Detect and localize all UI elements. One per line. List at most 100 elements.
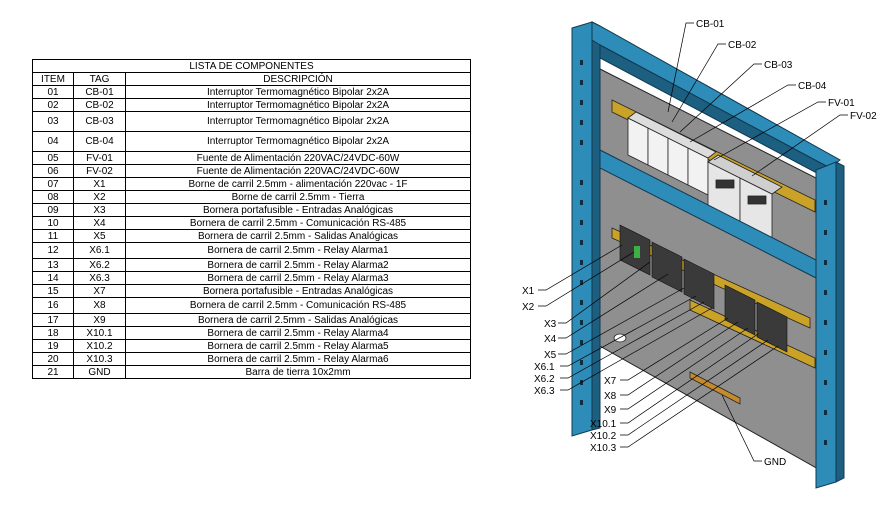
- callouts-bottom: X7 X8 X9 X10.1 X10.2 X10.3: [590, 376, 617, 454]
- cell-tag: X10.3: [73, 352, 126, 366]
- cell-description: Bornera portafusible - Entradas Analógic…: [124, 284, 472, 298]
- cell-tag: X6.2: [73, 258, 126, 272]
- cell-description: Bornera de carril 2.5mm - Relay Alarma6: [124, 352, 472, 366]
- cell-tag: X1: [73, 177, 126, 191]
- cell-tag: CB-03: [73, 111, 126, 132]
- cell-description: Bornera portafusible - Entradas Analógic…: [124, 203, 472, 217]
- callout-x6-3: X6.3: [534, 386, 555, 397]
- callout-cb-03: CB-03: [764, 60, 793, 71]
- cell-item: 08: [32, 190, 74, 204]
- cabinet-frame: [571, 21, 845, 489]
- callout-x9: X9: [604, 405, 617, 416]
- cell-description: Bornera de carril 2.5mm - Comunicación R…: [124, 297, 472, 314]
- green-terminal: [634, 246, 640, 258]
- cell-item: 13: [32, 258, 74, 272]
- cell-tag: CB-02: [73, 98, 126, 112]
- cell-item: 07: [32, 177, 74, 191]
- cell-description: Fuente de Alimentación 220VAC/24VDC-60W: [124, 151, 472, 165]
- callout-x10-1: X10.1: [590, 419, 617, 430]
- cell-description: Bornera de carril 2.5mm - Relay Alarma2: [124, 258, 472, 272]
- cell-item: 21: [32, 365, 74, 379]
- cell-tag: X8: [73, 297, 126, 314]
- cell-tag: X2: [73, 190, 126, 204]
- terminal-blocks-right: [724, 284, 788, 353]
- callout-x10-2: X10.2: [590, 431, 617, 442]
- cell-item: 09: [32, 203, 74, 217]
- cell-tag: X3: [73, 203, 126, 217]
- header-tag: TAG: [73, 72, 126, 86]
- cell-description: Borne de carril 2.5mm - Tierra: [124, 190, 472, 204]
- components-table: LISTA DE COMPONENTES ITEM TAG DESCRIPCIÓ…: [31, 59, 472, 379]
- cell-item: 12: [32, 242, 74, 259]
- callout-cb-04: CB-04: [798, 81, 827, 92]
- cell-description: Bornera de carril 2.5mm - Relay Alarma3: [124, 271, 472, 285]
- header-item: ITEM: [32, 72, 74, 86]
- callout-fv-01: FV-01: [828, 98, 855, 109]
- cell-description: Bornera de carril 2.5mm - Relay Alarma5: [124, 339, 472, 353]
- callout-x8: X8: [604, 391, 617, 402]
- cell-tag: FV-01: [73, 151, 126, 165]
- cell-item: 18: [32, 326, 74, 340]
- cell-tag: X7: [73, 284, 126, 298]
- callout-x6-1: X6.1: [534, 362, 555, 373]
- header-description: DESCRIPCIÓN: [124, 72, 472, 86]
- cell-description: Borne de carril 2.5mm - alimentación 220…: [124, 177, 472, 191]
- cell-tag: X6.3: [73, 271, 126, 285]
- cell-tag: CB-01: [73, 85, 126, 99]
- cell-item: 16: [32, 297, 74, 314]
- cell-tag: GND: [73, 365, 126, 379]
- callouts-top: CB-01 CB-02 CB-03 CB-04 FV-01 FV-02: [696, 19, 877, 122]
- callout-x10-3: X10.3: [590, 443, 617, 454]
- breakers: [627, 111, 717, 196]
- cell-tag: X5: [73, 229, 126, 243]
- cell-description: Interruptor Termomagnético Bipolar 2x2A: [124, 131, 472, 152]
- cell-description: Interruptor Termomagnético Bipolar 2x2A: [124, 111, 472, 132]
- cell-item: 03: [32, 111, 74, 132]
- callout-x5: X5: [544, 350, 557, 361]
- cell-item: 14: [32, 271, 74, 285]
- callout-gnd: GND: [764, 457, 786, 468]
- callouts-left: X1 X2 X3 X4 X5 X6.1 X6.2 X6.3: [522, 286, 557, 397]
- cell-item: 20: [32, 352, 74, 366]
- cell-item: 06: [32, 164, 74, 178]
- cell-tag: X9: [73, 313, 126, 327]
- cell-tag: FV-02: [73, 164, 126, 178]
- callout-x2: X2: [522, 302, 535, 313]
- callout-x1: X1: [522, 286, 535, 297]
- cell-item: 10: [32, 216, 74, 230]
- cabinet-diagram: CB-01 CB-02 CB-03 CB-04 FV-01 FV-02 X1 X…: [522, 19, 877, 489]
- leader-lines: [538, 22, 848, 462]
- cell-tag: X4: [73, 216, 126, 230]
- cell-tag: X10.1: [73, 326, 126, 340]
- cell-item: 04: [32, 131, 74, 152]
- cell-tag: CB-04: [73, 131, 126, 152]
- cell-description: Fuente de Alimentación 220VAC/24VDC-60W: [124, 164, 472, 178]
- cell-description: Bornera de carril 2.5mm - Salidas Analóg…: [124, 313, 472, 327]
- callout-x4: X4: [544, 334, 557, 345]
- cell-tag: X6.1: [73, 242, 126, 259]
- cell-item: 15: [32, 284, 74, 298]
- cell-item: 19: [32, 339, 74, 353]
- cell-item: 01: [32, 85, 74, 99]
- cell-tag: X10.2: [73, 339, 126, 353]
- callout-x7: X7: [604, 376, 617, 387]
- cell-item: 02: [32, 98, 74, 112]
